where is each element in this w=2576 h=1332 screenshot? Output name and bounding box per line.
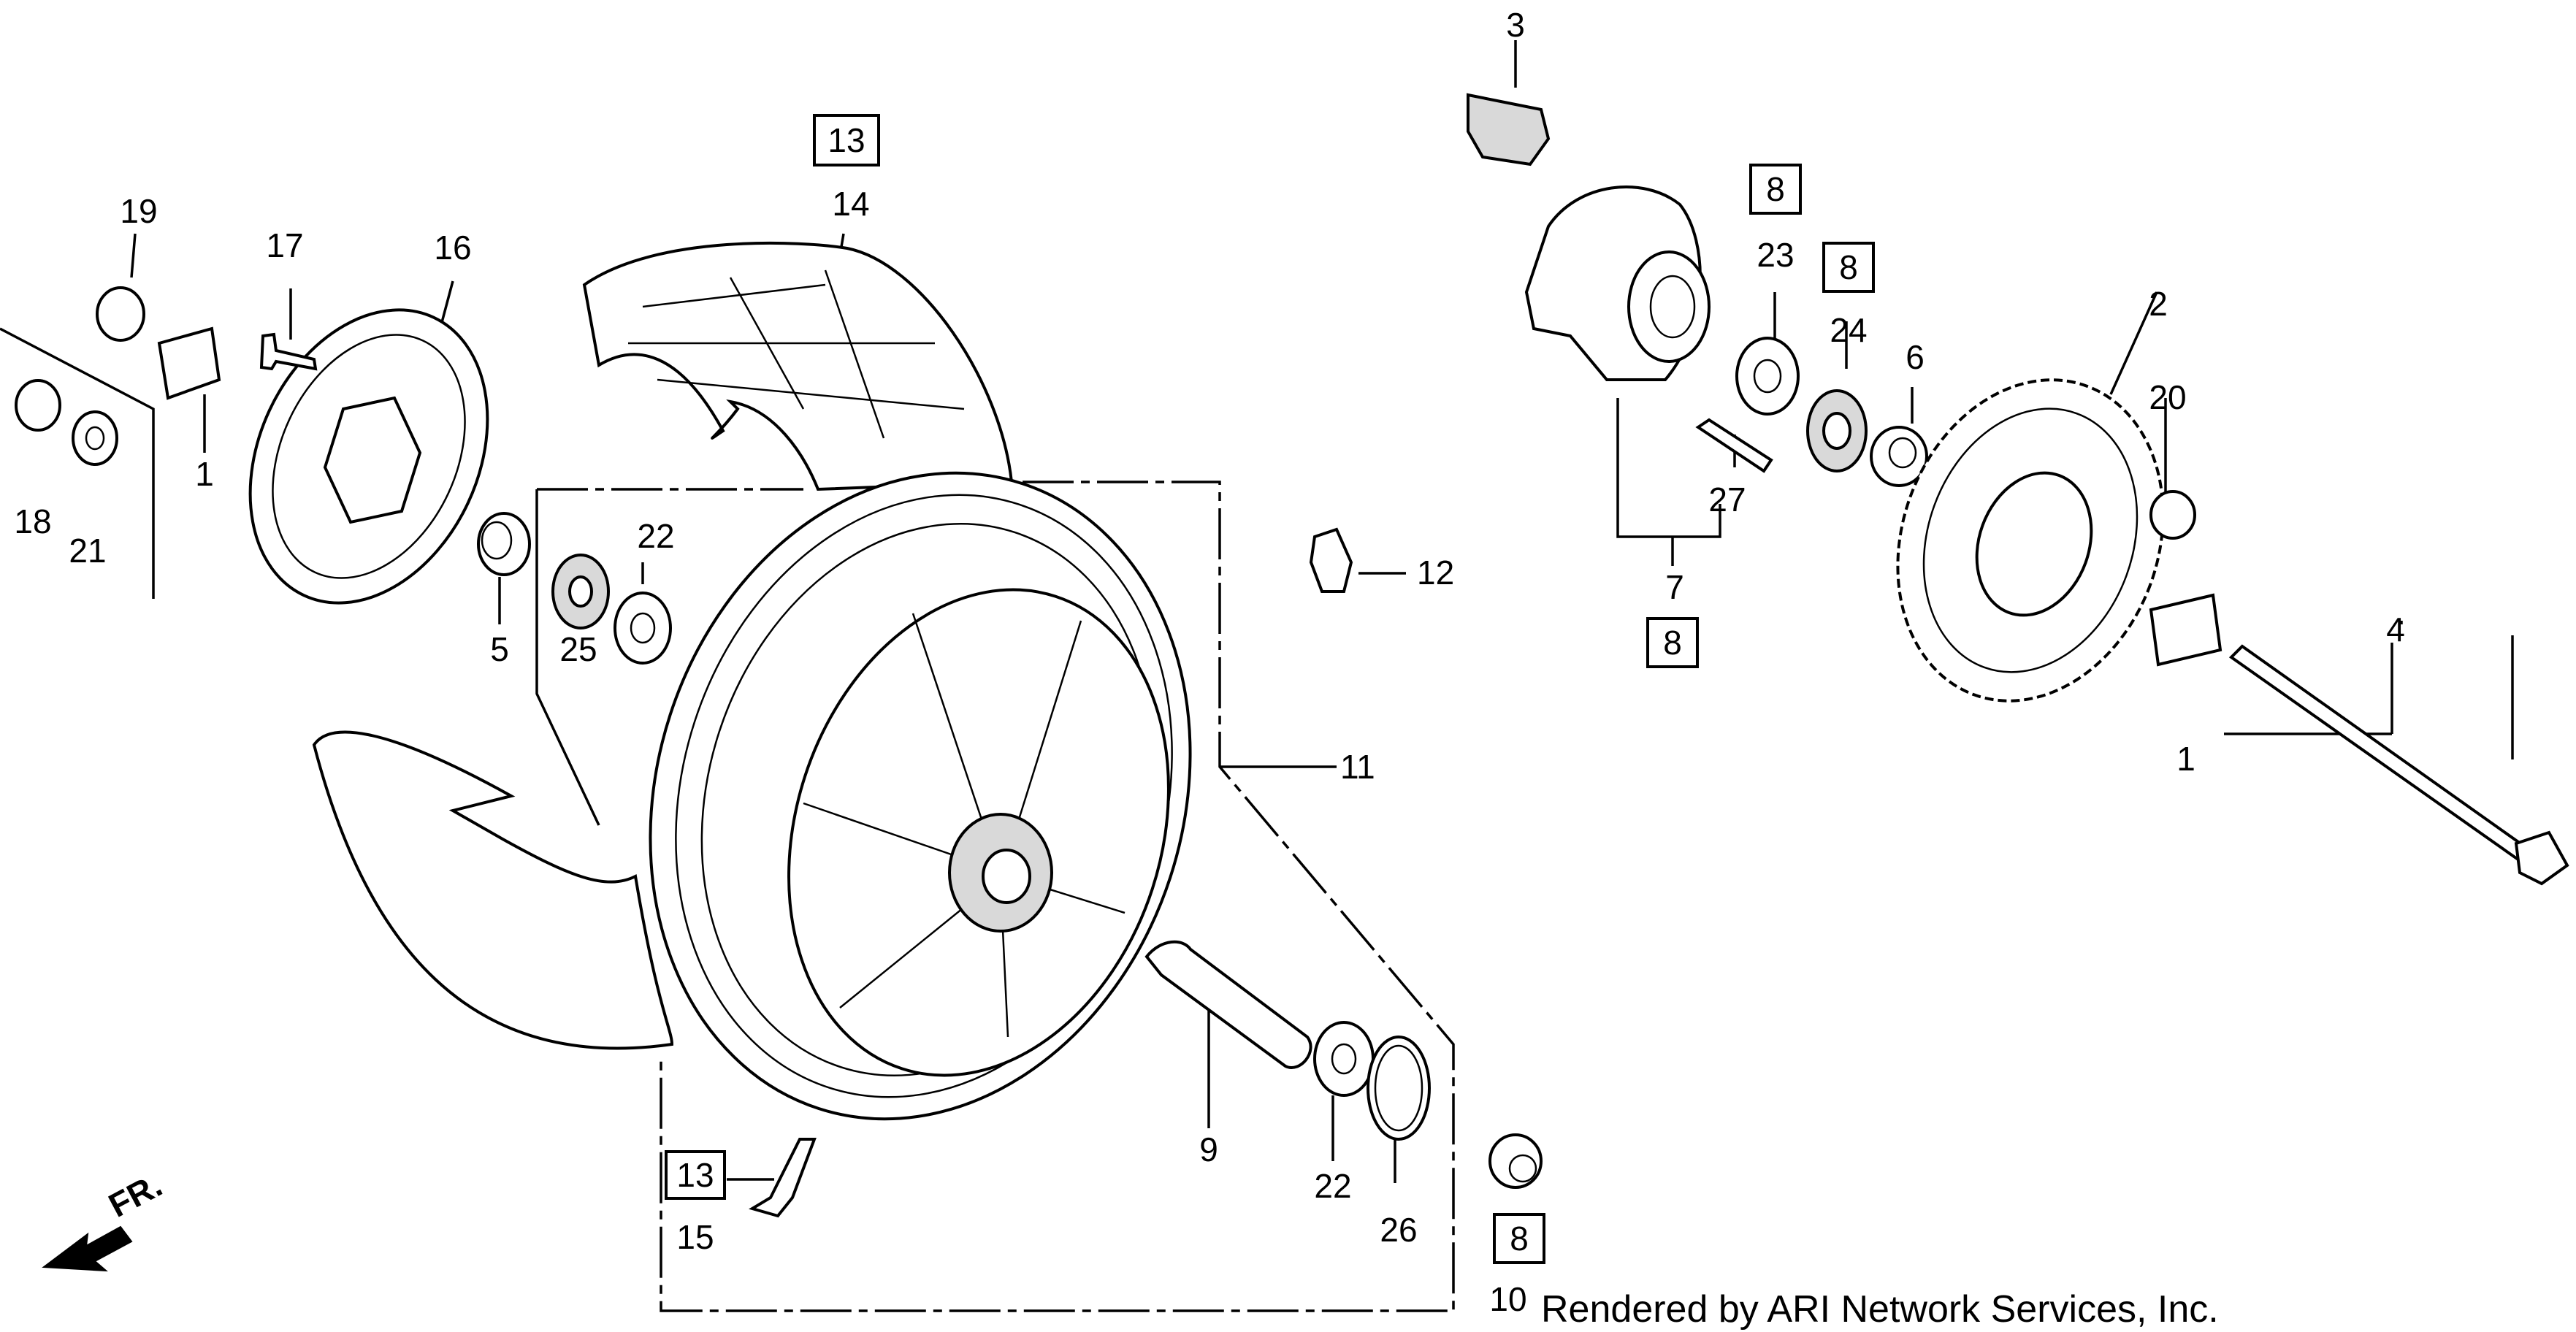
boxed-ref: 8 <box>1510 1220 1529 1258</box>
callout: 18 <box>14 502 51 540</box>
nut-20 <box>2149 490 2196 540</box>
callout: 22 <box>1314 1167 1351 1205</box>
adjuster-plate-1-right <box>2149 593 2223 667</box>
front-direction-label: FR. <box>102 1166 168 1225</box>
callout: 5 <box>490 630 509 668</box>
callout: 7 <box>1665 568 1684 606</box>
callout: 23 <box>1757 236 1794 274</box>
callout: 4 <box>2386 610 2405 648</box>
tube-drawing <box>582 241 1014 491</box>
callout: 1 <box>195 455 214 493</box>
callout: 10 <box>1489 1280 1526 1318</box>
box-8-23 <box>1749 164 1802 215</box>
callout: 20 <box>2149 378 2186 416</box>
callout: 15 <box>676 1218 714 1256</box>
distance-collar-9 <box>1144 940 1312 1069</box>
callout: 6 <box>1906 338 1925 376</box>
bearing-22-right <box>1313 1021 1375 1097</box>
callout: 16 <box>434 229 471 267</box>
washer-21 <box>72 410 118 466</box>
bolt-17 <box>259 332 318 371</box>
callout: 2 <box>2149 285 2168 323</box>
nut-10 <box>1488 1133 1543 1189</box>
callout: 25 <box>559 630 597 668</box>
valve-15 <box>749 1138 817 1218</box>
axle-4 <box>2228 644 2533 864</box>
box-8-24 <box>1822 242 1875 293</box>
rendered-by-credit: Rendered by ARI Network Services, Inc. <box>1541 1288 2219 1331</box>
callout: 11 <box>1340 748 1375 786</box>
boxed-ref: 13 <box>828 121 865 159</box>
callout: 14 <box>832 185 869 223</box>
callout: 21 <box>69 532 106 570</box>
callout: 27 <box>1708 481 1746 518</box>
bearing-23 <box>1735 337 1800 416</box>
callout: 12 <box>1417 554 1454 592</box>
leader-lines <box>0 40 2514 1312</box>
callout: 24 <box>1830 311 1867 349</box>
rim-band-drawing <box>312 730 674 1050</box>
adjuster-plate-1-left <box>157 326 221 400</box>
callouts: 19 17 16 14 1 18 21 5 22 25 12 11 3 23 2… <box>14 6 2404 1318</box>
boxed-refs: 13 13 8 8 8 8 <box>665 114 1875 1264</box>
box-8-7 <box>1646 617 1699 668</box>
box-13-top <box>813 114 880 166</box>
box-8-10 <box>1493 1213 1545 1264</box>
stud-27 <box>1695 418 1773 473</box>
callout: 17 <box>266 226 303 264</box>
nut-19 <box>96 286 145 342</box>
boxed-ref: 8 <box>1766 170 1785 208</box>
collar-6 <box>1870 426 1928 487</box>
clip-12 <box>1309 527 1353 593</box>
pad-3 <box>1467 93 1551 166</box>
callout: 1 <box>2176 740 2195 778</box>
boxed-ref: 8 <box>1839 248 1858 286</box>
ring-26 <box>1367 1036 1431 1141</box>
collar-5 <box>477 512 531 576</box>
part-drawings <box>15 93 2569 1272</box>
front-direction-arrow <box>42 1225 133 1272</box>
callout: 22 <box>637 517 674 555</box>
callout: 19 <box>120 192 157 230</box>
boxed-ref: 8 <box>1663 624 1682 662</box>
callout: 9 <box>1199 1130 1218 1168</box>
boxed-ref: 13 <box>676 1156 714 1194</box>
bearing-22-left <box>614 592 672 665</box>
callout: 26 <box>1380 1211 1417 1249</box>
nut-18 <box>15 379 61 432</box>
box-13-bottom <box>665 1150 726 1200</box>
callout: 3 <box>1506 6 1525 44</box>
